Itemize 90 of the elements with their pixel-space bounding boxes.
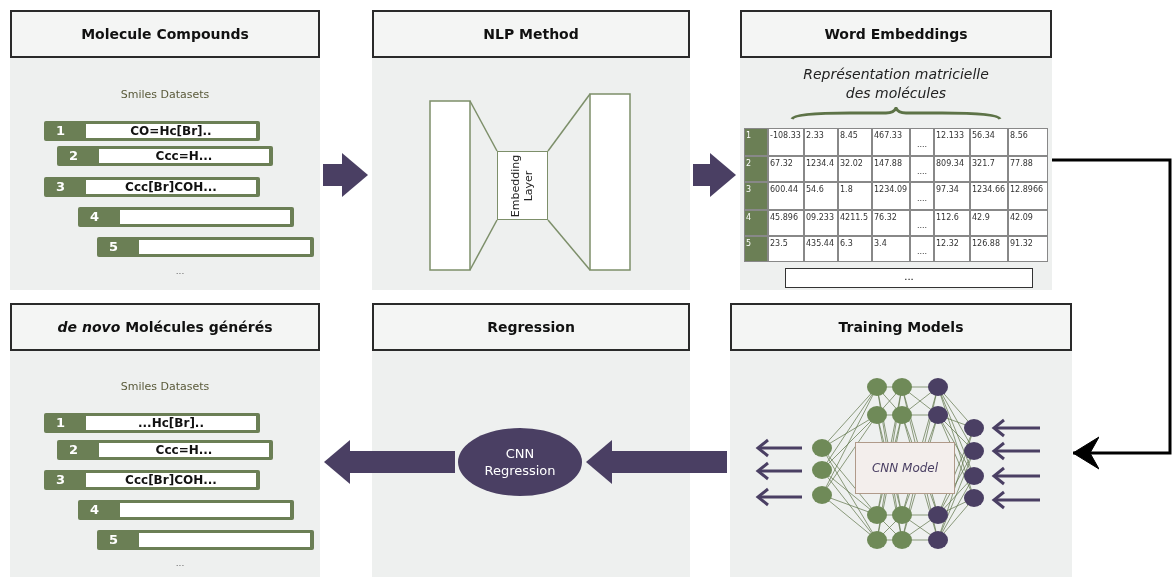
matrix-value: 3.4 (872, 236, 910, 262)
block-arrow (693, 153, 736, 197)
row-number: 2 (69, 442, 79, 457)
matrix-value: -108.33 (768, 128, 804, 156)
matrix-value: 467.33 (872, 128, 910, 156)
matrix-value: 8.45 (838, 128, 872, 156)
row-number: 2 (69, 148, 79, 163)
matrix-caption: Représentation matricielle des molécules (802, 65, 990, 103)
panel-header: Word Embeddings (824, 26, 968, 42)
panel-header: Training Models (838, 319, 964, 335)
overflow-box: ... (785, 268, 1033, 288)
panel-header: de novo Molécules générés (57, 319, 273, 335)
block-arrow (586, 440, 727, 484)
list-row (44, 121, 260, 141)
matrix-value: 126.88 (970, 236, 1008, 262)
connector-arrow (1052, 158, 1172, 470)
matrix-value: 321.7 (970, 156, 1008, 182)
matrix-value: 45.896 (768, 210, 804, 236)
smiles-field: CO=Hc[Br].. (86, 124, 256, 138)
list-row (97, 530, 314, 550)
list-row (78, 500, 294, 520)
matrix-value: .... (910, 210, 934, 236)
matrix-value: .... (910, 128, 934, 156)
row-number: 1 (56, 415, 66, 430)
smiles-field: Ccc=H... (99, 149, 269, 163)
row-number: 4 (90, 502, 100, 517)
list-row (57, 146, 273, 166)
matrix-value: 54.6 (804, 182, 838, 210)
matrix-value: 76.32 (872, 210, 910, 236)
matrix-value: 112.6 (934, 210, 970, 236)
smiles-field: Ccc=H... (99, 443, 269, 457)
row-index: 5 (744, 236, 768, 262)
list-row (44, 470, 260, 490)
matrix-value: .... (910, 182, 934, 210)
smiles-field: Ccc[Br]COH... (86, 180, 256, 194)
matrix-value: 4211.5 (838, 210, 872, 236)
smiles-field: ...Hc[Br].. (86, 416, 256, 430)
ellipsis-text: ... (174, 558, 186, 568)
matrix-value: 1234.09 (872, 182, 910, 210)
matrix-value: 1234.4 (804, 156, 838, 182)
row-number: 5 (109, 532, 119, 547)
row-index: 2 (744, 156, 768, 182)
matrix-value: 6.3 (838, 236, 872, 262)
panel-header: Regression (487, 319, 575, 335)
matrix-value: 600.44 (768, 182, 804, 210)
row-number: 3 (56, 179, 66, 194)
matrix-value: 67.32 (768, 156, 804, 182)
row-number: 4 (90, 209, 100, 224)
matrix-value: 32.02 (838, 156, 872, 182)
matrix-value: .... (910, 236, 934, 262)
matrix-value: 09.233 (804, 210, 838, 236)
row-index: 4 (744, 210, 768, 236)
list-row (57, 440, 273, 460)
block-arrow (324, 440, 455, 484)
list-row (44, 413, 260, 433)
matrix-value: 97.34 (934, 182, 970, 210)
matrix-value: 23.5 (768, 236, 804, 262)
panel-subtitle: Smiles Datasets (119, 380, 211, 393)
matrix-value: 42.09 (1008, 210, 1048, 236)
matrix-value: 12.32 (934, 236, 970, 262)
row-index: 1 (744, 128, 768, 156)
list-row (97, 237, 314, 257)
model-box: CNN Model (855, 442, 955, 494)
matrix-value: 147.88 (872, 156, 910, 182)
matrix-value: 1234.66 (970, 182, 1008, 210)
row-index: 3 (744, 182, 768, 210)
list-row (44, 177, 260, 197)
matrix-value: 56.34 (970, 128, 1008, 156)
row-number: 3 (56, 472, 66, 487)
smiles-field: Ccc[Br]COH... (86, 473, 256, 487)
row-number: 1 (56, 123, 66, 138)
row-number: 5 (109, 239, 119, 254)
block-arrow (323, 153, 368, 197)
matrix-value: 8.56 (1008, 128, 1048, 156)
matrix-value: 809.34 (934, 156, 970, 182)
matrix-value: 77.88 (1008, 156, 1048, 182)
ellipsis-text: ... (174, 266, 186, 276)
matrix-value: 12.8966 (1008, 182, 1048, 210)
matrix-value: .... (910, 156, 934, 182)
matrix-value: 91.32 (1008, 236, 1048, 262)
matrix-value: 1.8 (838, 182, 872, 210)
panel-header: NLP Method (483, 26, 579, 42)
panel-subtitle: Smiles Datasets (119, 88, 211, 101)
embedding-layer-box: Embedding Layer (497, 151, 548, 220)
list-row (78, 207, 294, 227)
matrix-value: 435.44 (804, 236, 838, 262)
panel-header: Molecule Compounds (81, 26, 249, 42)
matrix-value: 2.33 (804, 128, 838, 156)
matrix-value: 12.133 (934, 128, 970, 156)
matrix-value: 42.9 (970, 210, 1008, 236)
